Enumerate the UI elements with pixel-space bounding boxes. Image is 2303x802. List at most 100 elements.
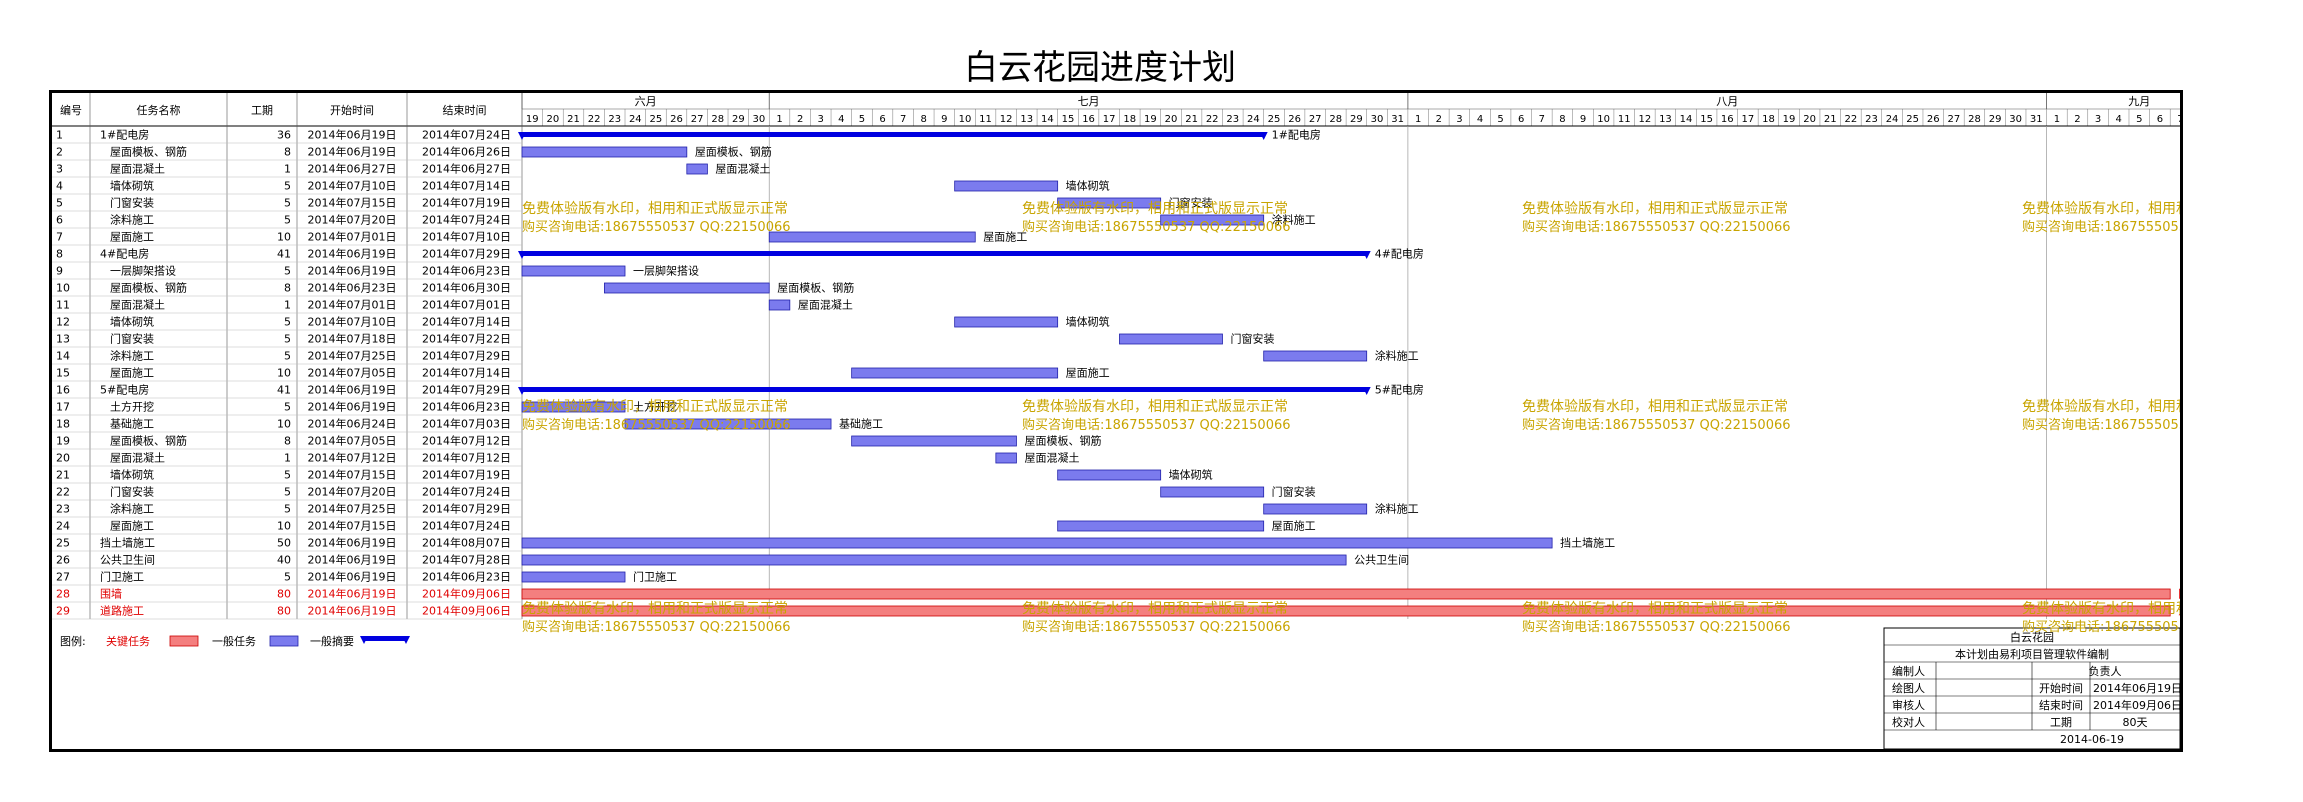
- day-label: 6: [879, 114, 885, 125]
- day-label: 10: [1597, 114, 1610, 125]
- day-label: 2: [797, 114, 803, 125]
- task-start: 2014年06月24日: [308, 417, 397, 431]
- watermark-text: 免费体验版有水印，相用和正式版显示正常: [1022, 601, 1288, 617]
- month-label: 六月: [635, 95, 657, 108]
- day-label: 26: [670, 114, 683, 125]
- day-label: 16: [1721, 114, 1734, 125]
- day-label: 1: [2054, 114, 2060, 125]
- watermark-text: 免费体验版有水印，相用和正式版显示正常: [2022, 399, 2180, 415]
- day-label: 6: [2157, 114, 2163, 125]
- normal-task-bar: [521, 554, 1347, 566]
- legend-critical-swatch: [169, 635, 199, 647]
- day-label: 27: [1948, 114, 1961, 125]
- task-id: 29: [56, 605, 70, 618]
- task-start: 2014年07月25日: [308, 502, 397, 516]
- task-duration: 5: [284, 401, 291, 414]
- task-end: 2014年07月12日: [422, 434, 511, 448]
- bar-label: 5#配电房: [1375, 384, 1424, 397]
- task-end: 2014年09月06日: [422, 587, 511, 601]
- task-start: 2014年06月19日: [308, 604, 397, 618]
- day-label: 14: [1041, 114, 1054, 125]
- task-start: 2014年06月19日: [308, 145, 397, 159]
- watermark-text: 免费体验版有水印，相用和正式版显示正常: [1022, 399, 1288, 415]
- day-label: 27: [691, 114, 704, 125]
- summary-end-marker: [1362, 251, 1371, 259]
- normal-task-bar: [954, 316, 1059, 328]
- task-id: 9: [56, 265, 63, 278]
- day-label: 31: [1391, 114, 1404, 125]
- day-label: 13: [1020, 114, 1033, 125]
- watermark-text: 购买咨询电话:18675550537 QQ:22150066: [1022, 417, 1291, 433]
- day-label: 4: [2115, 114, 2121, 125]
- day-label: 20: [1165, 114, 1178, 125]
- day-label: 30: [2009, 114, 2022, 125]
- task-duration: 50: [277, 537, 291, 550]
- task-id: 4: [56, 180, 63, 193]
- legend-summary-label: 一般摘要: [310, 634, 354, 648]
- watermark-text: 免费体验版有水印，相用和正式版显示正常: [2022, 601, 2180, 617]
- day-label: 24: [629, 114, 642, 125]
- critical-task-bar: [521, 605, 2171, 617]
- bar-label: 围墙: [2178, 587, 2180, 601]
- header-end: 结束时间: [443, 104, 487, 117]
- day-label: 16: [1082, 114, 1095, 125]
- bar-label: 1#配电房: [1272, 129, 1321, 142]
- header-name: 任务名称: [137, 103, 181, 117]
- day-label: 24: [1886, 114, 1899, 125]
- task-start: 2014年07月05日: [308, 366, 397, 380]
- task-id: 13: [56, 333, 70, 346]
- bar-label: 墙体砌筑: [1066, 179, 1110, 193]
- normal-task-bar: [686, 163, 708, 175]
- bar-label: 挡土墙施工: [1560, 536, 1615, 550]
- watermark-text: 免费体验版有水印，相用和正式版显示正常: [1522, 201, 1788, 217]
- bar-label: 屋面模板、钢筋: [1024, 434, 1101, 448]
- day-label: 12: [1000, 114, 1013, 125]
- task-start: 2014年06月19日: [308, 553, 397, 567]
- task-id: 12: [56, 316, 70, 329]
- day-label: 13: [1659, 114, 1672, 125]
- watermark-text: 购买咨询电话:18675550537 QQ:22150066: [2022, 417, 2180, 433]
- info-editor-label: 编制人: [1892, 664, 1925, 678]
- day-label: 24: [1247, 114, 1260, 125]
- day-label: 21: [567, 114, 580, 125]
- watermark-text: 免费体验版有水印，相用和正式版显示正常: [1022, 201, 1288, 217]
- day-label: 28: [1968, 114, 1981, 125]
- task-start: 2014年06月19日: [308, 400, 397, 414]
- task-start: 2014年07月01日: [308, 230, 397, 244]
- task-duration: 5: [284, 469, 291, 482]
- day-label: 22: [588, 114, 601, 125]
- bar-label: 屋面混凝土: [798, 298, 853, 312]
- normal-task-bar: [521, 265, 626, 277]
- task-end: 2014年06月23日: [422, 400, 511, 414]
- month-label: 八月: [1716, 95, 1738, 108]
- day-label: 11: [1618, 114, 1631, 125]
- day-label: 4: [838, 114, 844, 125]
- task-start: 2014年07月15日: [308, 519, 397, 533]
- task-start: 2014年07月18日: [308, 332, 397, 346]
- task-name: 挡土墙施工: [100, 536, 155, 550]
- day-label: 8: [1559, 114, 1565, 125]
- task-name: 屋面模板、钢筋: [110, 145, 187, 159]
- task-start: 2014年07月15日: [308, 468, 397, 482]
- task-duration: 8: [284, 146, 291, 159]
- summary-start-marker: [518, 387, 526, 395]
- header-duration: 工期: [251, 104, 273, 117]
- summary-bar: [522, 132, 1264, 137]
- task-duration: 5: [284, 503, 291, 516]
- task-duration: 5: [284, 350, 291, 363]
- header-id: 编号: [60, 103, 82, 117]
- watermark-text: 免费体验版有水印，相用和正式版显示正常: [522, 201, 788, 217]
- task-end: 2014年07月24日: [422, 213, 511, 227]
- legend-normal-label: 一般任务: [212, 635, 256, 648]
- info-duration-label: 工期: [2050, 716, 2072, 729]
- task-name: 涂料施工: [110, 213, 154, 227]
- task-duration: 5: [284, 571, 291, 584]
- bar-label: 屋面施工: [983, 231, 1027, 244]
- page-title: 白云花园进度计划: [964, 48, 1236, 88]
- day-label: 29: [1350, 114, 1363, 125]
- day-label: 18: [1123, 114, 1136, 125]
- day-label: 2: [1436, 114, 1442, 125]
- day-label: 26: [1927, 114, 1940, 125]
- day-label: 14: [1680, 114, 1693, 125]
- task-id: 3: [56, 163, 63, 176]
